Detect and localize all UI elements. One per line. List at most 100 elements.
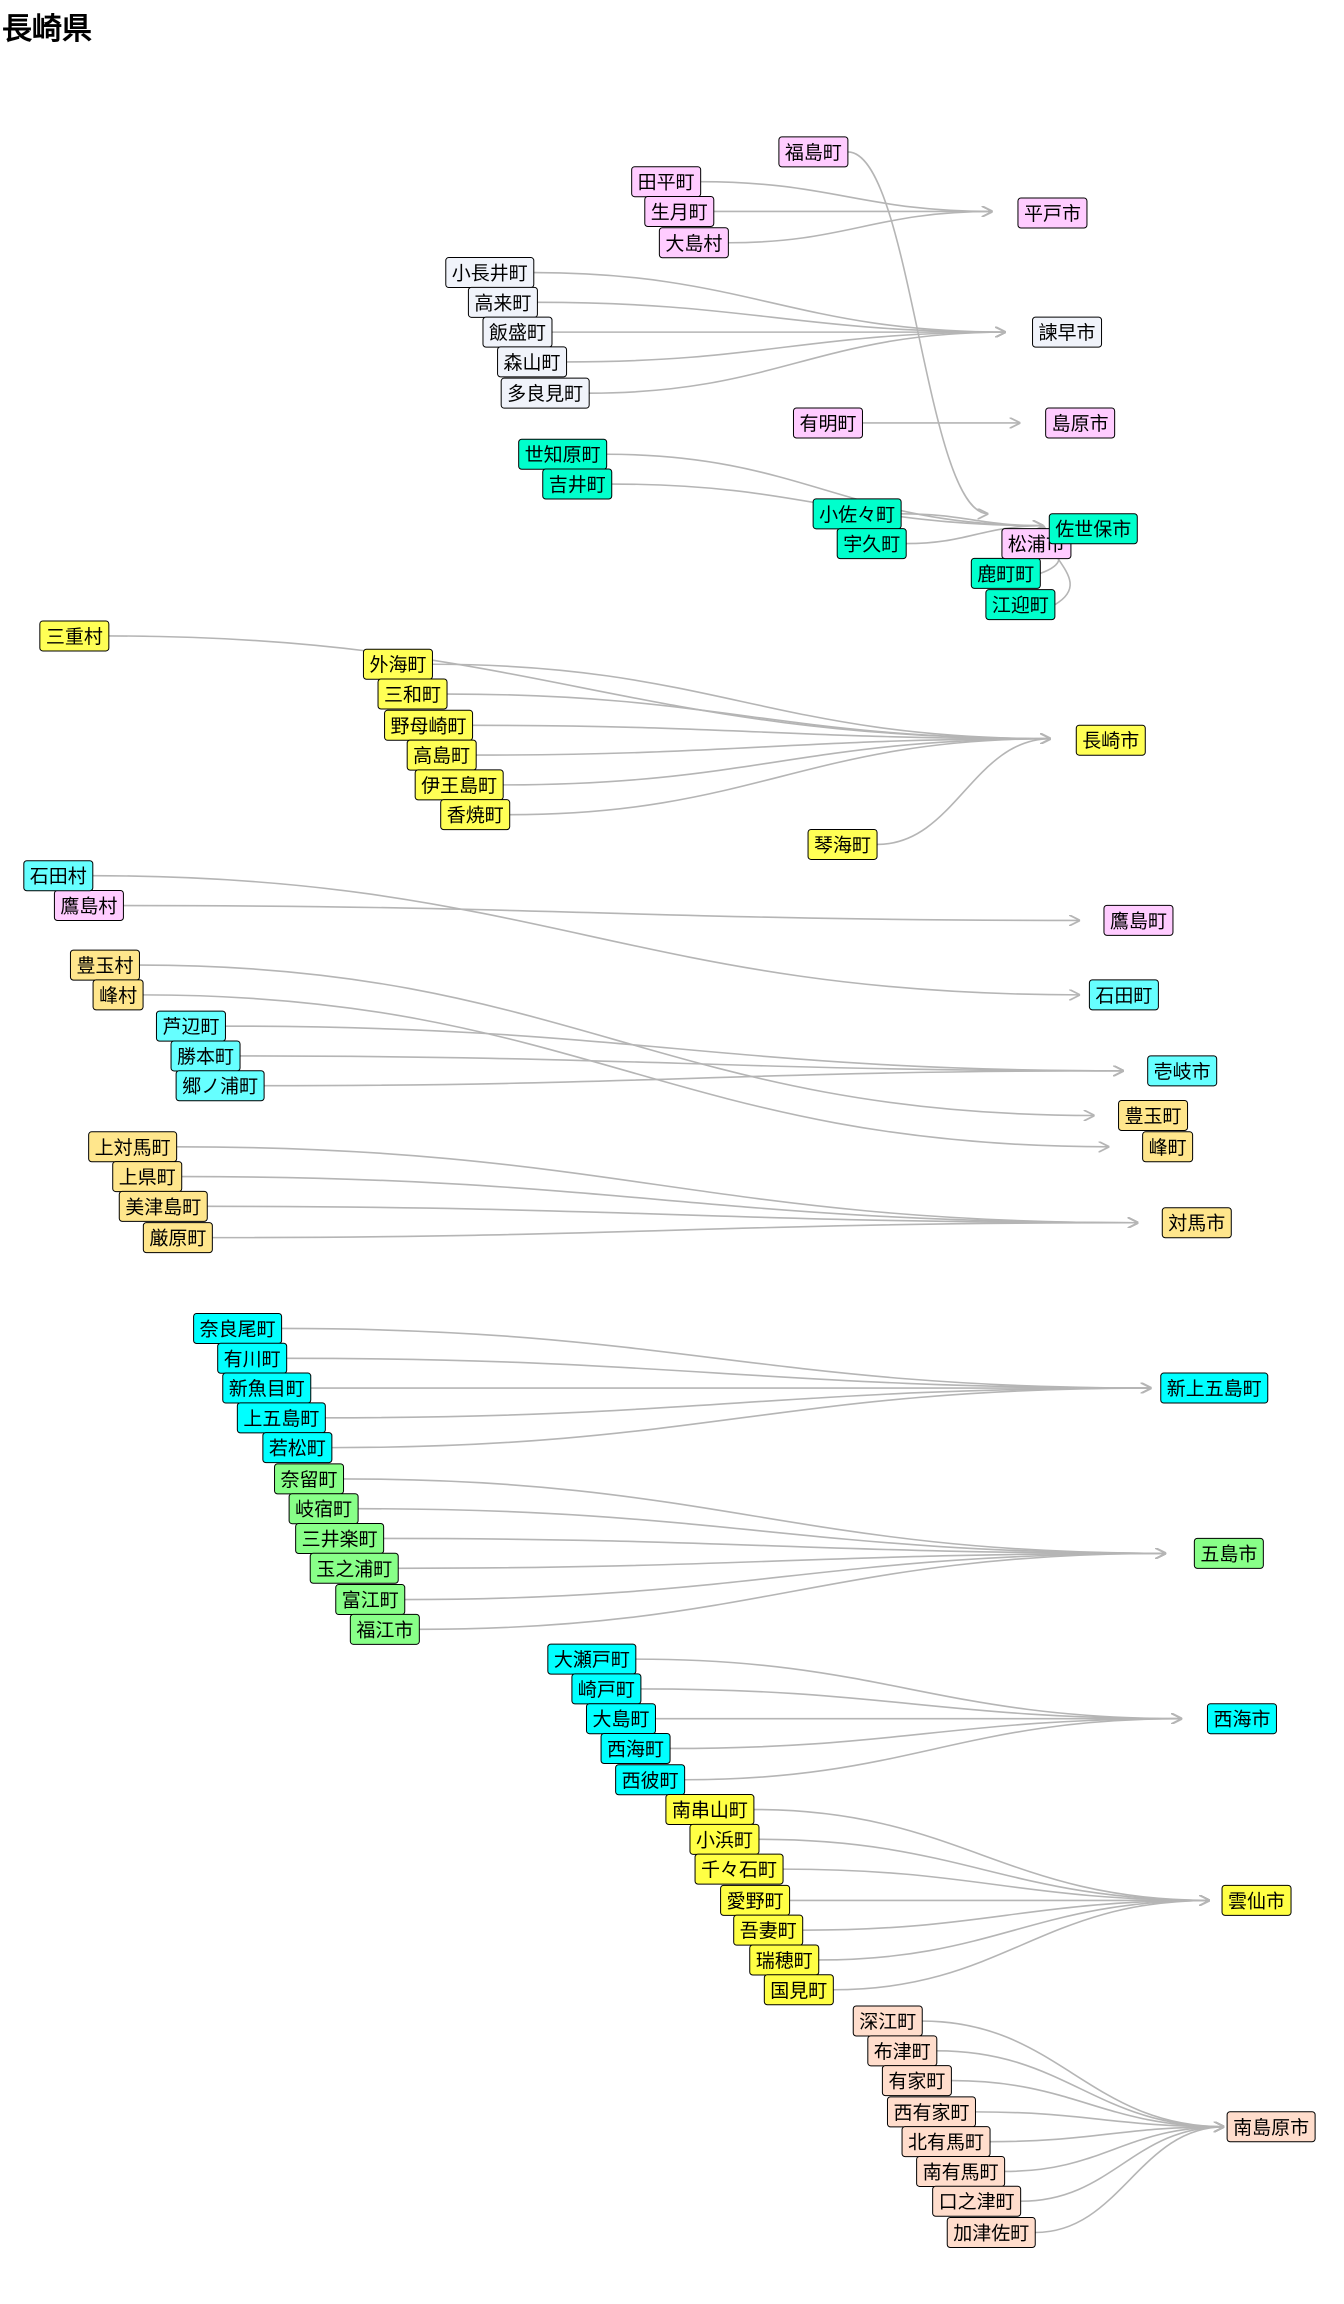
source-node: 西有家町: [886, 2096, 976, 2128]
source-node: 玉之浦町: [309, 1552, 399, 1584]
merge-edge: [640, 1688, 1182, 1719]
node-box: [92, 979, 144, 1011]
node-label: 石田町: [1095, 985, 1152, 1007]
node-box: [763, 1974, 834, 2006]
merge-edge: [975, 2111, 1224, 2127]
node-box: [349, 1613, 420, 1645]
node-label: 高島町: [413, 745, 470, 767]
merge-edge: [990, 2127, 1224, 2143]
source-node: 小長井町: [445, 257, 535, 289]
source-node: 西彼町: [615, 1764, 686, 1796]
source-node: 有明町: [792, 407, 863, 439]
merge-edge: [476, 739, 1051, 756]
node-label: 森山町: [504, 352, 561, 374]
source-node: 野母崎町: [384, 709, 474, 741]
node-box: [1226, 2111, 1316, 2143]
source-node: 飯盛町: [482, 316, 553, 348]
node-box: [377, 678, 448, 710]
node-box: [118, 1190, 208, 1222]
merge-edge: [264, 1071, 1124, 1087]
node-label: 岐宿町: [295, 1499, 352, 1521]
node-box: [1193, 1537, 1264, 1569]
target-node: 鷹島町: [1103, 904, 1174, 936]
merge-edge: [936, 2050, 1225, 2127]
node-label: 西有家町: [893, 2102, 969, 2124]
node-label: 上対馬町: [95, 1137, 171, 1159]
node-label: 北有馬町: [908, 2132, 984, 2154]
merge-edge: [419, 1553, 1166, 1631]
node-label: 伊王島町: [421, 775, 497, 797]
node-box: [497, 346, 568, 378]
source-node: 深江町: [852, 2005, 923, 2037]
source-node: 高来町: [467, 286, 538, 318]
target-node: 豊玉町: [1118, 1100, 1189, 1132]
merge-edge: [509, 739, 1051, 816]
merge-edge: [281, 1327, 1152, 1388]
node-box: [778, 136, 849, 168]
node-box: [836, 528, 907, 560]
source-node: 厳原町: [142, 1222, 213, 1254]
target-node: 南島原市: [1226, 2111, 1316, 2143]
source-node: 三和町: [377, 678, 448, 710]
source-node: 上県町: [112, 1161, 183, 1193]
source-node: 生月町: [644, 195, 715, 227]
source-node: 石田村: [23, 860, 94, 892]
node-box: [1088, 979, 1159, 1011]
source-node: 新魚目町: [222, 1372, 312, 1404]
target-node: 石田町: [1088, 979, 1159, 1011]
merge-edge: [404, 1553, 1166, 1601]
node-label: 勝本町: [177, 1046, 234, 1068]
source-node: 勝本町: [170, 1040, 241, 1072]
node-label: 口之津町: [939, 2191, 1015, 2213]
node-box: [142, 1222, 213, 1254]
node-box: [658, 227, 729, 259]
source-node: 国見町: [763, 1974, 834, 2006]
target-node: 雲仙市: [1221, 1884, 1292, 1916]
source-node: 多良見町: [500, 377, 590, 409]
source-node: 奈留町: [274, 1463, 345, 1495]
merge-edge: [753, 1808, 1210, 1901]
node-label: 大島町: [592, 1709, 649, 1731]
source-node: 瑞穂町: [749, 1944, 820, 1976]
node-label: 愛野町: [727, 1890, 784, 1912]
node-label: 大瀬戸町: [554, 1649, 630, 1671]
node-box: [946, 2217, 1036, 2249]
node-label: 上五島町: [243, 1408, 319, 1430]
node-label: 香焼町: [447, 805, 504, 827]
node-box: [792, 407, 863, 439]
node-label: 上県町: [119, 1167, 176, 1189]
source-node: 上対馬町: [88, 1131, 178, 1163]
node-box: [262, 1432, 333, 1464]
source-node: 富江町: [335, 1584, 406, 1616]
source-node: 芦辺町: [155, 1010, 226, 1042]
node-label: 大島村: [665, 233, 722, 255]
merge-edge: [92, 874, 1080, 995]
node-box: [440, 799, 511, 831]
node-label: 玉之浦町: [316, 1558, 392, 1580]
merge-edge: [700, 180, 993, 212]
node-label: 郷ノ浦町: [182, 1076, 258, 1098]
source-node: 大島町: [585, 1703, 656, 1735]
merge-edge: [847, 151, 988, 514]
source-node: 愛野町: [720, 1884, 791, 1916]
target-node: 島原市: [1045, 407, 1116, 439]
node-box: [644, 195, 715, 227]
node-box: [542, 468, 613, 500]
merge-edge: [589, 332, 1006, 394]
merge-edge: [537, 301, 1005, 332]
node-box: [39, 620, 110, 652]
node-label: 富江町: [342, 1590, 399, 1612]
node-label: 小浜町: [696, 1829, 753, 1851]
source-node: 峰村: [92, 979, 144, 1011]
target-node: 長崎市: [1075, 724, 1146, 756]
source-node: 口之津町: [932, 2185, 1022, 2217]
node-label: 佐世保市: [1055, 519, 1131, 541]
merge-edge: [783, 1868, 1210, 1900]
node-label: 加津佐町: [953, 2223, 1029, 2245]
node-label: 鹿町町: [977, 563, 1034, 585]
node-label: 芦辺町: [162, 1016, 219, 1038]
node-label: 三重村: [46, 626, 103, 648]
source-node: 有川町: [217, 1342, 288, 1374]
merge-edge: [139, 964, 1094, 1115]
node-box: [1103, 904, 1174, 936]
